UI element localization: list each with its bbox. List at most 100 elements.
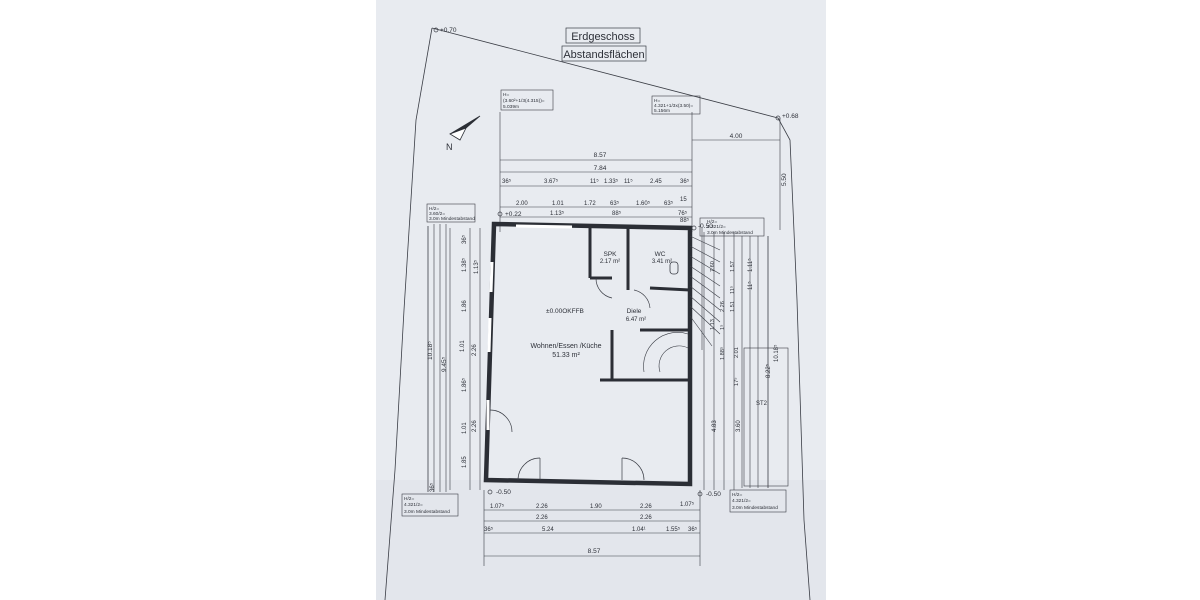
level-bottom-left: -0.50 <box>496 489 511 496</box>
svg-text:11⁵: 11⁵ <box>747 281 754 290</box>
svg-text:2.26: 2.26 <box>536 515 548 521</box>
dim-top-chain4: 2.00 1.01 1.72 63⁵ 1.60⁵ 63⁵ 15 <box>516 197 687 207</box>
svg-text:5.24: 5.24 <box>542 527 554 533</box>
property-boundary-right <box>777 117 811 600</box>
svg-text:11⁵: 11⁵ <box>624 178 633 185</box>
svg-text:36⁵: 36⁵ <box>680 178 690 185</box>
svg-text:1.13: 1.13 <box>710 319 716 330</box>
svg-text:1.51: 1.51 <box>730 301 736 312</box>
plan-title-line2: Abstandsflächen <box>563 49 644 61</box>
staircase <box>643 228 721 373</box>
svg-text:9.45⁵: 9.45⁵ <box>441 356 448 372</box>
svg-text:2.26: 2.26 <box>536 504 548 510</box>
dim-bottom-chain3: 36⁵ 5.24 1.04¹ 1.55⁵ 36⁵ <box>484 526 698 533</box>
svg-text:10.18⁵: 10.18⁵ <box>773 344 780 362</box>
svg-text:1.11⁵: 1.11⁵ <box>747 258 754 272</box>
doors <box>489 277 651 481</box>
dim-top-chain5: 1.13⁵ 88⁵ 76⁵ 88⁵ <box>550 210 690 224</box>
setback-note-top-right: H= 4.321+1/3x(3.50)= 5.156m <box>654 98 695 114</box>
svg-text:1.57: 1.57 <box>730 261 736 272</box>
svg-text:1.33⁵: 1.33⁵ <box>604 178 619 185</box>
building-outer-wall <box>483 221 693 487</box>
svg-text:2.26: 2.26 <box>640 504 652 510</box>
room-wc-name: WC <box>655 251 666 258</box>
svg-text:36⁵: 36⁵ <box>429 482 436 492</box>
svg-text:36⁵: 36⁵ <box>461 234 468 244</box>
svg-text:1.01: 1.01 <box>552 201 564 207</box>
room-spk-name: SPK <box>603 251 617 258</box>
svg-text:1.13⁵: 1.13⁵ <box>473 259 480 274</box>
mark-st2: ST2 <box>756 401 768 407</box>
level-left-upper: +0.22 <box>505 211 522 218</box>
room-diele-name: Diele <box>627 308 642 315</box>
dim-left-total: 9.45⁵ 10.18⁵ <box>427 341 448 372</box>
svg-text:88⁵: 88⁵ <box>680 217 690 224</box>
svg-text:1.13⁵: 1.13⁵ <box>550 210 565 217</box>
svg-text:7.60: 7.60 <box>710 261 716 272</box>
dim-top-total: 8.57 <box>594 152 607 159</box>
title-box-line1 <box>565 27 641 44</box>
svg-text:1.90: 1.90 <box>590 504 602 510</box>
svg-text:1.07⁵: 1.07⁵ <box>680 501 695 508</box>
room-wc-area: 3.41 m² <box>652 259 672 265</box>
room-diele-area: 6.47 m² <box>626 317 646 323</box>
level-bottom-right: -0.50 <box>706 491 721 498</box>
north-label: N <box>446 142 453 152</box>
svg-text:1.60⁵: 1.60⁵ <box>636 200 651 207</box>
svg-text:1.01: 1.01 <box>462 422 468 434</box>
level-top-left: +0.70 <box>440 27 457 34</box>
svg-text:10.18⁵: 10.18⁵ <box>427 341 434 360</box>
svg-text:63⁵: 63⁵ <box>664 200 674 207</box>
dimension-lines-top <box>499 112 781 232</box>
svg-text:1.38⁵: 1.38⁵ <box>461 257 468 272</box>
svg-text:8.22⁵: 8.22⁵ <box>765 363 772 378</box>
svg-text:88⁵: 88⁵ <box>612 210 622 217</box>
svg-text:2.00: 2.00 <box>516 201 528 207</box>
interior-walls <box>588 228 691 382</box>
title-box-line2 <box>561 45 647 62</box>
svg-text:17⁵: 17⁵ <box>733 377 740 386</box>
plan-drawing <box>384 27 811 600</box>
property-boundary-top <box>431 27 779 119</box>
level-right-upper: -0.50 <box>698 223 713 230</box>
svg-text:4.83: 4.83 <box>712 420 718 432</box>
svg-text:2.01: 2.01 <box>734 347 740 358</box>
dim-bottom-chain1: 1.07⁵ 2.26 1.90 2.26 1.07⁵ <box>490 501 695 510</box>
dim-bottom-chain2: 2.26 2.26 <box>536 515 652 521</box>
setback-note-left-lower: H/2= 4.321/2= 3.0m Mindestabstand <box>404 496 450 515</box>
svg-text:1.01: 1.01 <box>460 340 466 352</box>
level-top-right: +0.68 <box>782 113 799 120</box>
svg-text:1.85: 1.85 <box>462 456 468 468</box>
svg-text:11⁵: 11⁵ <box>729 286 736 294</box>
svg-text:1⁵: 1⁵ <box>719 325 726 330</box>
north-arrow-icon <box>449 115 481 141</box>
svg-text:1.07⁵: 1.07⁵ <box>490 503 505 510</box>
setback-note-right-lower: H/2= 4.321/2= 3.0m Mindestabstand <box>732 492 778 511</box>
room-living-area: 51.33 m² <box>552 352 580 359</box>
room-spk-area: 2.17 m² <box>600 259 620 265</box>
level-markers <box>433 27 781 497</box>
setback-area-right <box>741 236 789 488</box>
svg-text:1.04¹: 1.04¹ <box>632 527 646 533</box>
dimension-lines-left <box>449 228 481 490</box>
wc-fixture <box>669 261 679 275</box>
svg-text:1.55⁵: 1.55⁵ <box>666 526 681 533</box>
dim-top-chain3: 36⁵ 3.67⁵ 11⁵ 1.33⁵ 11⁵ 2.45 36⁵ <box>502 178 690 185</box>
setback-note-boxes <box>401 89 787 517</box>
dim-top-chain2: 7.84 <box>594 165 607 172</box>
svg-text:76⁵: 76⁵ <box>678 210 688 217</box>
svg-text:36⁵: 36⁵ <box>484 526 494 533</box>
svg-text:3.67⁵: 3.67⁵ <box>544 178 559 185</box>
dimension-lines-bottom <box>483 490 701 566</box>
svg-text:36⁵: 36⁵ <box>688 526 698 533</box>
paper-shadow <box>376 480 826 600</box>
svg-text:2.26: 2.26 <box>472 344 478 356</box>
svg-text:63⁵: 63⁵ <box>610 200 620 207</box>
windows <box>486 224 573 430</box>
svg-text:1.72: 1.72 <box>584 201 596 207</box>
property-boundary-left <box>384 27 433 600</box>
dim-bottom-total: 8.57 <box>588 548 601 555</box>
svg-text:2.45: 2.45 <box>650 179 662 185</box>
svg-text:2.26: 2.26 <box>720 301 726 312</box>
